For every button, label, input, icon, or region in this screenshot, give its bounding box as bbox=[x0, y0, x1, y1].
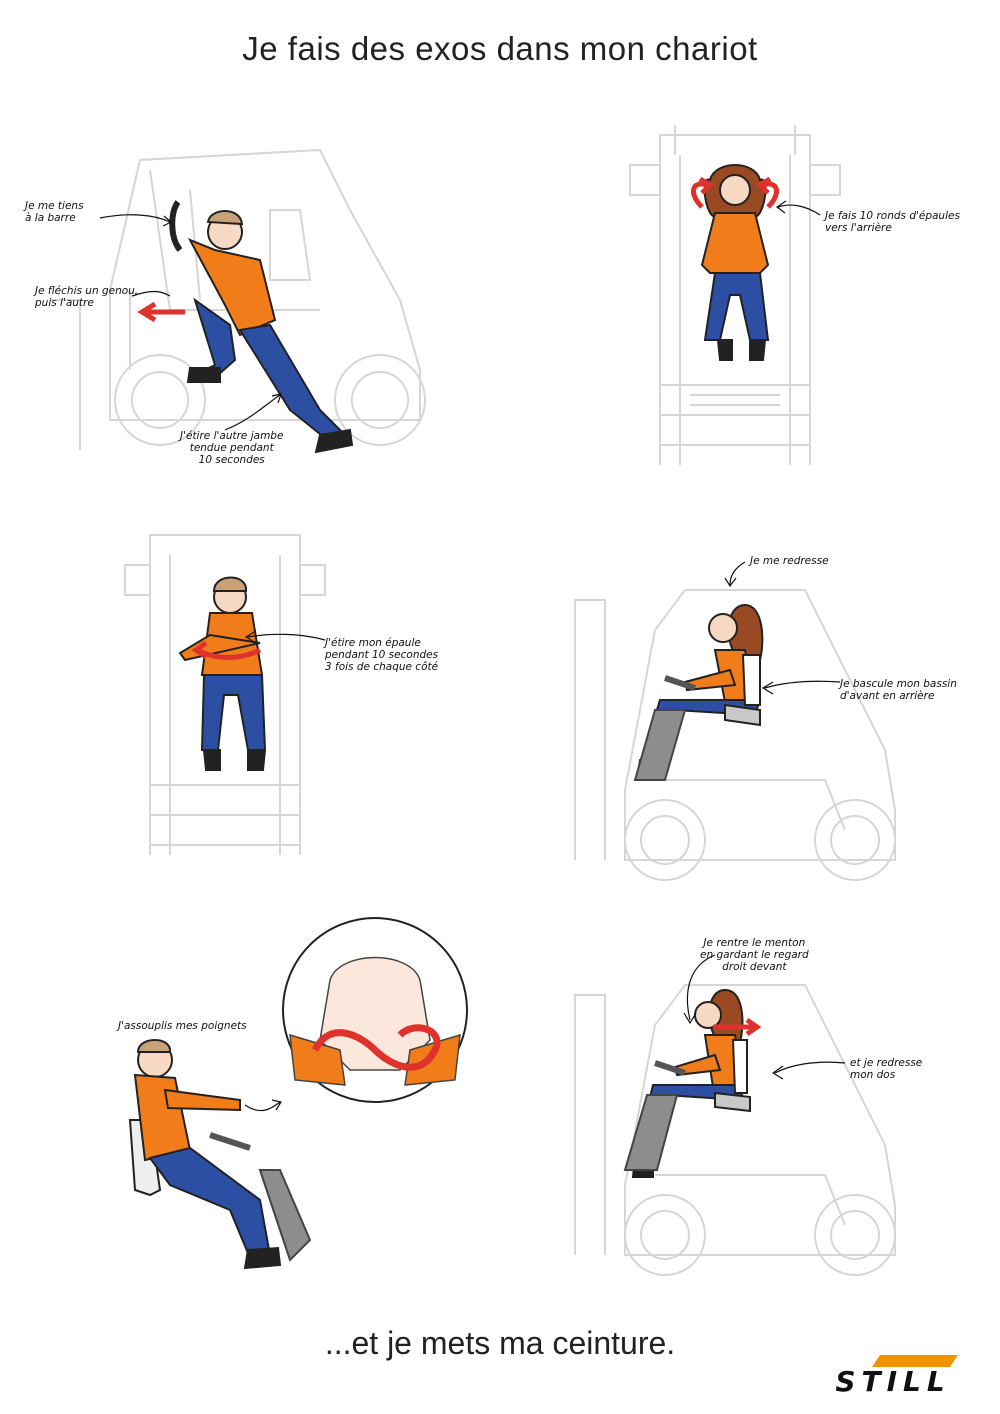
logo-wordmark: STILL bbox=[835, 1365, 951, 1398]
note-shoulder-rolls: Je fais 10 ronds d'épaules vers l'arrièr… bbox=[825, 210, 960, 234]
forklift-front-illustration bbox=[629, 125, 841, 465]
note-hold-bar: Je me tiens à la barre bbox=[25, 200, 84, 224]
seated-man-illustration bbox=[128, 917, 468, 1270]
note-wrists: J'assouplis mes poignets bbox=[118, 1020, 247, 1032]
forklift-front-illustration bbox=[124, 534, 326, 855]
red-arrow-icon bbox=[691, 176, 715, 209]
forklift-side-illustration bbox=[574, 954, 896, 1276]
panel-leg-stretch: Je me tiens à la barre Je fléchis un gen… bbox=[20, 120, 460, 490]
forklift-side-illustration bbox=[574, 561, 896, 881]
woman-figure bbox=[623, 988, 751, 1178]
panel-shoulder-rolls: Je fais 10 ronds d'épaules vers l'arrièr… bbox=[620, 115, 980, 475]
note-bend-knee: Je fléchis un genou, puis l'autre bbox=[35, 285, 139, 309]
woman-figure bbox=[633, 603, 764, 781]
red-arrow-icon bbox=[755, 176, 779, 209]
note-chin-tuck: Je rentre le menton en gardant le regard… bbox=[700, 937, 809, 973]
footer-text: ...et je mets ma ceinture. bbox=[324, 1325, 676, 1361]
panel-shoulder-stretch: J'étire mon épaule pendant 10 secondes 3… bbox=[120, 525, 480, 865]
red-arrow-icon bbox=[137, 301, 185, 323]
forklift-side-illustration bbox=[50, 148, 426, 454]
note-pelvis-tilt: Je bascule mon bassin d'avant en arrière bbox=[840, 678, 957, 702]
man-figure bbox=[128, 1039, 312, 1270]
still-logo: STILL bbox=[818, 1355, 968, 1398]
page-title: Je fais des exos dans mon chariot bbox=[242, 30, 758, 67]
man-figure bbox=[178, 576, 267, 771]
logo-accent-icon bbox=[872, 1355, 958, 1367]
red-arrow-icon bbox=[191, 640, 262, 660]
panel-chin-tuck: Je rentre le menton en gardant le regard… bbox=[565, 935, 985, 1276]
woman-figure bbox=[700, 164, 770, 361]
note-straighten-back: et je redresse mon dos bbox=[850, 1057, 923, 1081]
man-figure bbox=[169, 200, 354, 454]
note-stretch-leg: J'étire l'autre jambe tendue pendant 10 … bbox=[180, 430, 284, 466]
panel-pelvis-tilt: Je me redresse Je bascule mon bassin d'a… bbox=[565, 550, 985, 881]
infinity-arrow-icon bbox=[311, 1024, 441, 1071]
panel-wrist-circles: J'assouplis mes poignets bbox=[110, 917, 480, 1280]
red-arrow-icon bbox=[713, 1017, 762, 1037]
note-straighten-up: Je me redresse bbox=[750, 555, 829, 567]
note-shoulder-stretch: J'étire mon épaule pendant 10 secondes 3… bbox=[325, 637, 439, 673]
